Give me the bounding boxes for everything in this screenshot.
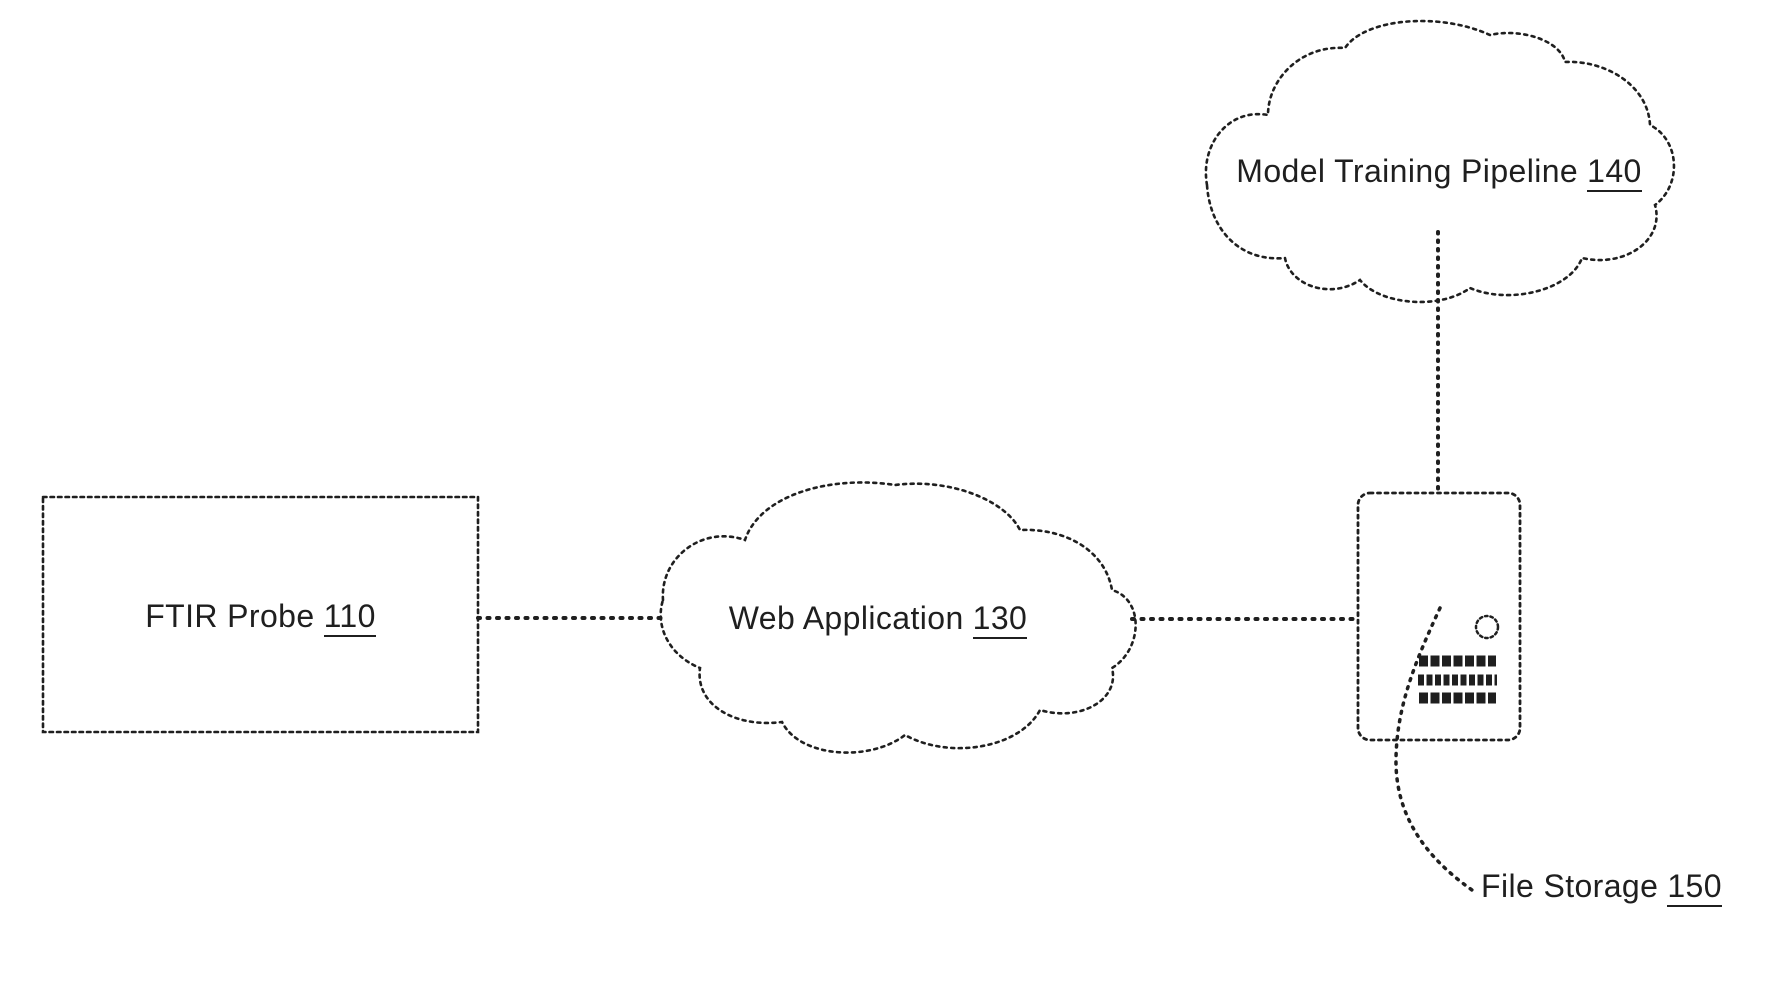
vent-bars-icon [1418, 655, 1497, 704]
ftir-probe-ref: 110 [323, 598, 376, 637]
server-box [1356, 491, 1522, 742]
web-application-cloud [659, 481, 1137, 754]
ftir-probe-box [41, 495, 480, 734]
ftir-probe-label-text: FTIR Probe [145, 598, 315, 634]
web-application-label-text: Web Application [728, 600, 964, 636]
file-storage-ref: 150 [1667, 868, 1722, 907]
model-training-cloud [1204, 19, 1676, 304]
web-application-ref: 130 [972, 600, 1028, 639]
model-training-pipeline-ref: 140 [1587, 153, 1642, 192]
file-storage-label-text: File Storage [1481, 868, 1659, 904]
model-training-pipeline-label-text: Model Training Pipeline [1236, 153, 1579, 189]
leader-file-storage [1394, 606, 1474, 892]
led-circle-icon [1474, 614, 1500, 640]
